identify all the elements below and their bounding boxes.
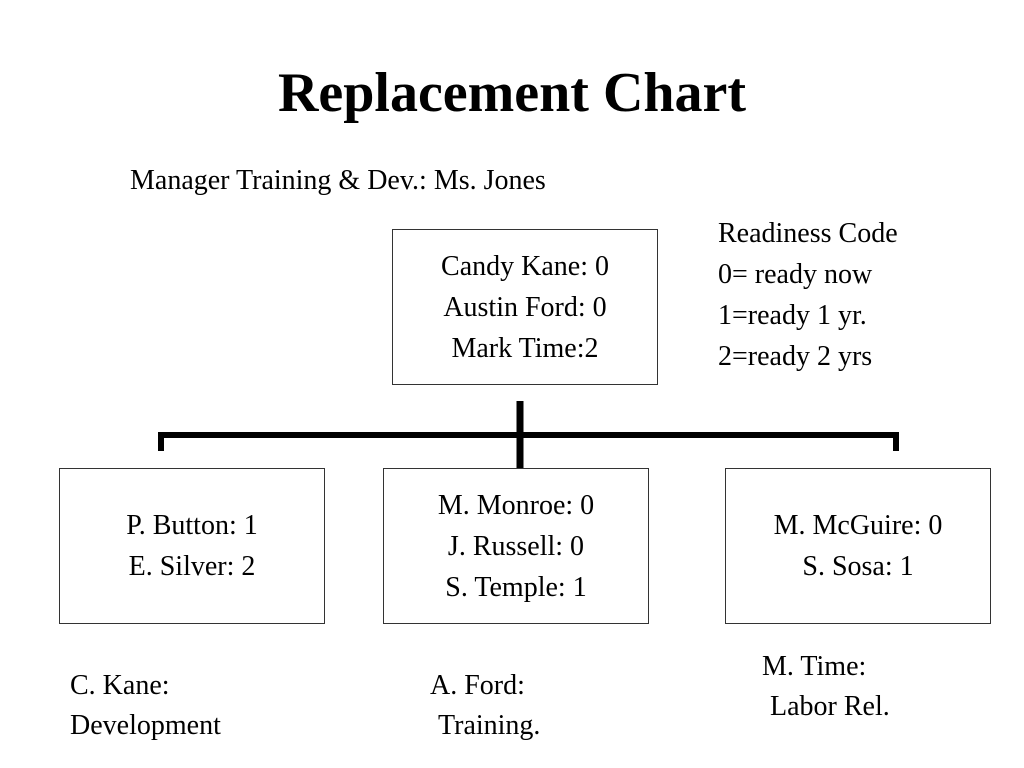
- candidate-entry: Austin Ford: 0: [443, 291, 607, 323]
- legend-item-ready-2yrs: 2=ready 2 yrs: [718, 341, 873, 372]
- left-position-box: P. Button: 1 E. Silver: 2: [59, 468, 325, 624]
- candidate-entry: Mark Time:2: [451, 332, 599, 364]
- candidate-entry: M. Monroe: 0: [437, 489, 595, 521]
- note-name: A. Ford:: [430, 670, 525, 701]
- candidate-entry: J. Russell: 0: [447, 530, 585, 562]
- note-name: C. Kane:: [70, 670, 170, 701]
- legend-item-ready-now: 0= ready now: [718, 259, 873, 290]
- note-department: Labor Rel.: [770, 691, 890, 722]
- note-department: Training.: [438, 710, 541, 741]
- legend-heading: Readiness Code: [718, 218, 898, 249]
- candidate-entry: P. Button: 1: [126, 510, 258, 541]
- middle-position-box: M. Monroe: 0 J. Russell: 0 S. Temple: 1: [383, 468, 649, 624]
- department-note-ford: A. Ford: Training.: [430, 666, 540, 746]
- candidate-entry: S. Temple: 1: [445, 571, 587, 603]
- department-note-time: M. Time: Labor Rel.: [762, 647, 890, 727]
- right-position-box: M. McGuire: 0 S. Sosa: 1: [725, 468, 991, 624]
- candidate-entry: S. Sosa: 1: [802, 551, 914, 582]
- top-position-box: Candy Kane: 0 Austin Ford: 0 Mark Time:2: [392, 229, 658, 385]
- department-note-kane: C. Kane: Development: [70, 666, 221, 746]
- legend-item-ready-1yr: 1=ready 1 yr.: [718, 300, 867, 331]
- chart-title: Replacement Chart: [277, 62, 747, 124]
- candidate-entry: E. Silver: 2: [128, 551, 256, 582]
- manager-label: Manager Training & Dev.: Ms. Jones: [130, 165, 546, 196]
- note-name: M. Time:: [762, 651, 867, 682]
- note-department: Development: [70, 710, 221, 741]
- candidate-entry: Candy Kane: 0: [441, 250, 609, 282]
- candidate-entry: M. McGuire: 0: [773, 510, 943, 541]
- readiness-legend: Readiness Code 0= ready now 1=ready 1 yr…: [718, 213, 898, 377]
